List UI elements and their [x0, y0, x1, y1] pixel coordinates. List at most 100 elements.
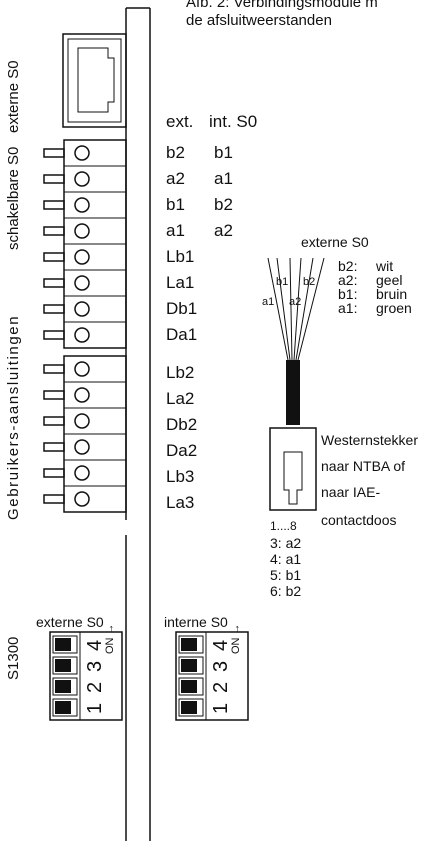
terminal-pin [43, 442, 65, 452]
terminal-pin [43, 390, 65, 400]
switch-row-ext: b1 [166, 195, 185, 214]
dip-number: 1 [84, 702, 106, 714]
dip-lever [181, 659, 197, 672]
dip-number: 4 [84, 639, 106, 651]
pin-code: b2: [338, 258, 358, 274]
terminal-pin [43, 200, 65, 210]
switch-row-int: a2 [214, 221, 233, 240]
pin-assignment: 3: a2 [270, 535, 302, 551]
terminal-screw [74, 145, 90, 161]
column-ext: ext. [166, 112, 194, 131]
cable-drawing [267, 257, 325, 511]
terminal-pin [43, 148, 65, 158]
terminal-screw [74, 197, 90, 213]
dip-lever [55, 638, 71, 651]
pin-code: b1: [338, 286, 358, 302]
figure-caption-line1: Afb. 2: Verbindingsmodule m [186, 0, 378, 11]
wire-label: b1 [276, 276, 289, 288]
terminal-pin [43, 416, 65, 426]
user-row-label: Lb3 [166, 467, 195, 486]
pin-assignment: 5: b1 [270, 567, 302, 583]
column-int: int. S0 [209, 112, 258, 131]
pin-code: a1: [338, 300, 358, 316]
label-externe-s0: externe S0 [5, 60, 22, 133]
dip-slot [178, 656, 204, 675]
terminal-screw [74, 439, 90, 455]
terminal-screw [74, 301, 90, 317]
terminal-pin [43, 364, 65, 374]
label-schakelbare-s0: schakelbare S0 [5, 146, 22, 250]
wire-label: a2 [289, 296, 302, 308]
pin-color: wit [376, 258, 394, 274]
user-row-label: La2 [166, 389, 195, 408]
dip-lever [55, 701, 71, 714]
user-row-label: La1 [166, 273, 195, 292]
pin-color: bruin [376, 286, 408, 302]
dip-slot [178, 698, 204, 717]
dip-lever [181, 680, 197, 693]
wire-label: b2 [303, 276, 316, 288]
terminal-pin [43, 304, 65, 314]
dip-number: 2 [210, 681, 232, 693]
dip-slot [52, 635, 78, 654]
pin-color: geel [376, 272, 403, 288]
pin-color: groen [376, 300, 412, 316]
dip-lever [55, 680, 71, 693]
dip-lever [181, 701, 197, 714]
dip-slot [52, 677, 78, 696]
switch-row-ext: a2 [166, 169, 185, 188]
plug-text: contactdoos [321, 512, 397, 528]
dip-number: 1 [210, 702, 232, 714]
terminal-pin [43, 174, 65, 184]
plug-text: naar IAE- [321, 484, 381, 500]
dip-switch-drawings [49, 631, 249, 721]
switch-row-int: b1 [214, 143, 233, 162]
pin-code: a2: [338, 272, 358, 288]
cable-title: externe S0 [301, 234, 369, 250]
terminal-pin [43, 252, 65, 262]
terminal-screw [74, 275, 90, 291]
pin-range: 1....8 [270, 519, 297, 533]
label-gebruikers: Gebruikers-aansluitingen [5, 314, 22, 520]
dip-external-title: externe S0 [36, 614, 104, 630]
dip-slot [52, 698, 78, 717]
dip-number: 4 [210, 639, 232, 651]
switch-row-ext: a1 [166, 221, 185, 240]
terminal-screw [74, 413, 90, 429]
user-row-label: Da1 [166, 325, 198, 344]
dip-number: 3 [210, 660, 232, 672]
rj45-socket [62, 33, 127, 128]
terminal-screw [74, 465, 90, 481]
user-row-label: La3 [166, 493, 195, 512]
terminal-screw [74, 223, 90, 239]
terminal-screw [74, 171, 90, 187]
terminal-pin [43, 226, 65, 236]
pin-assignment: 6: b2 [270, 583, 302, 599]
user-row-label: Lb2 [166, 363, 195, 382]
dip-slot [52, 656, 78, 675]
switch-row-int: a1 [214, 169, 233, 188]
terminal-pin [43, 330, 65, 340]
user-row-label: Lb1 [166, 247, 195, 266]
plug-text: naar NTBA of [321, 458, 406, 474]
user-row-label: Db2 [166, 415, 198, 434]
pin-assignment: 4: a1 [270, 551, 302, 567]
dip-switch-housing [175, 631, 249, 721]
dip-switch-housing [49, 631, 123, 721]
dip-slot [178, 677, 204, 696]
dip-lever [181, 638, 197, 651]
terminal-screw [74, 327, 90, 343]
plug-text: Westernstekker [321, 432, 418, 448]
user-row-label: Db1 [166, 299, 198, 318]
dip-internal-title: interne S0 [164, 614, 228, 630]
switch-row-ext: b2 [166, 143, 185, 162]
terminal-screw [74, 491, 90, 507]
dip-lever [55, 659, 71, 672]
terminal-blocks [43, 139, 127, 513]
switch-row-int: b2 [214, 195, 233, 214]
figure-caption-line2: de afsluitweerstanden [186, 12, 332, 29]
terminal-screw [74, 249, 90, 265]
terminal-screw [74, 387, 90, 403]
user-row-label: Da2 [166, 441, 198, 460]
